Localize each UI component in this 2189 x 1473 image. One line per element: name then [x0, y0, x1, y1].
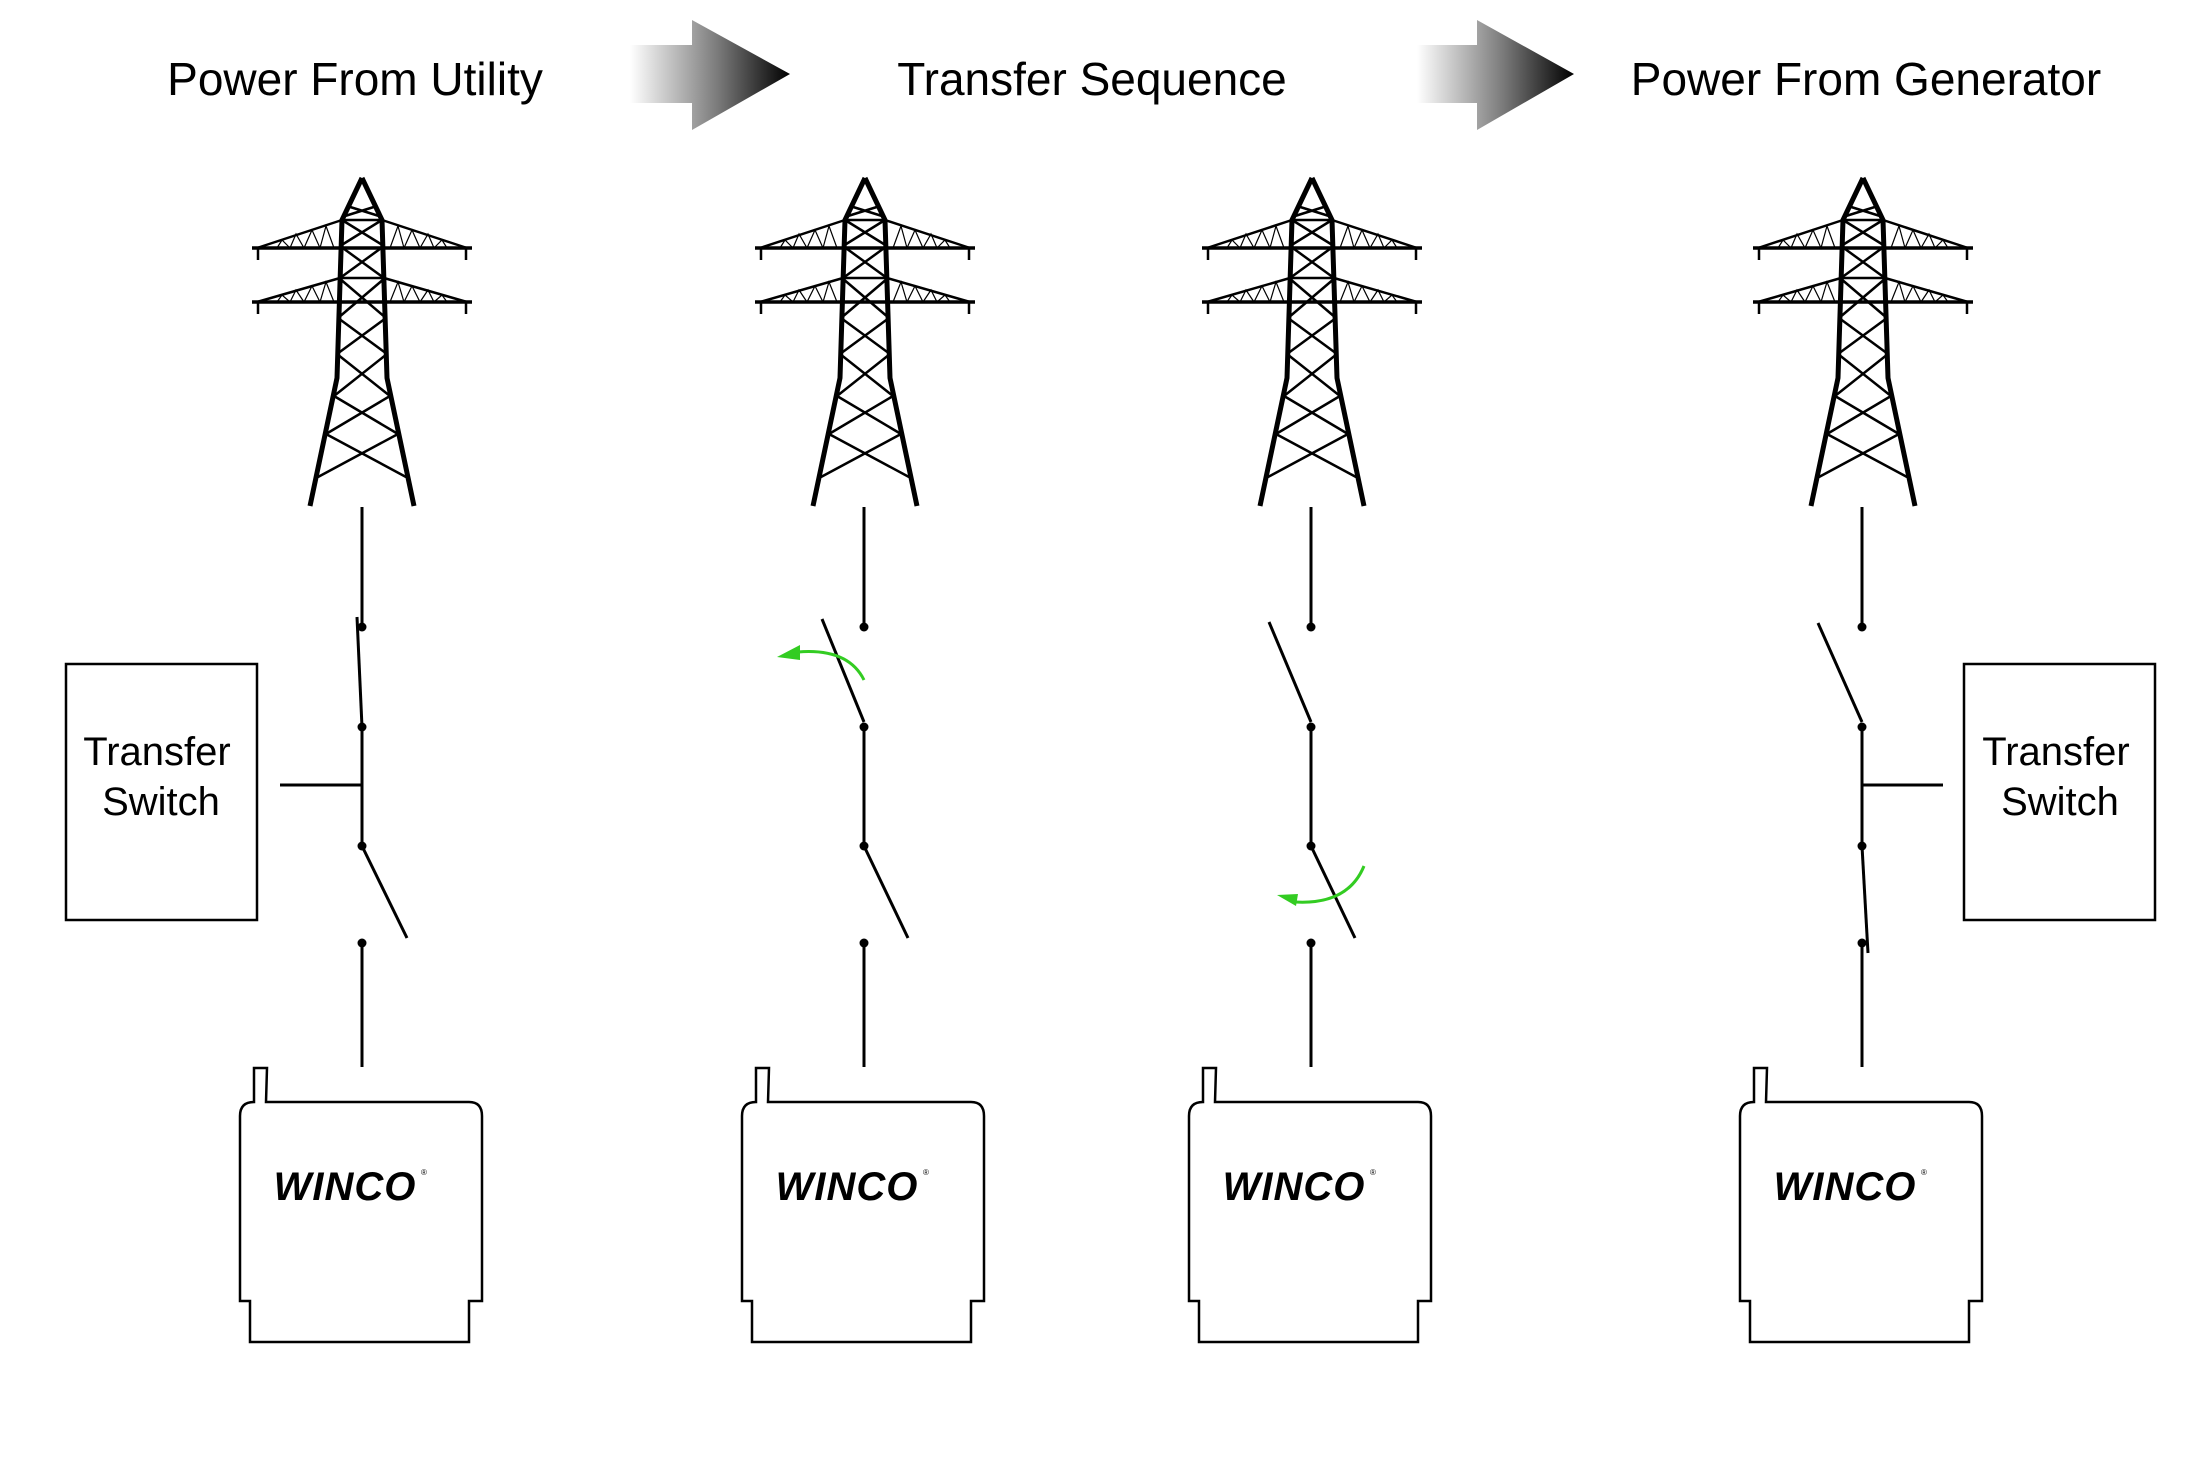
- registered-mark: ®: [421, 1168, 427, 1177]
- utility-terminal: [1306, 622, 1316, 632]
- transfer-switch-box: Transfer Switch: [1962, 662, 2157, 922]
- utility-contact-open: [1816, 622, 1864, 723]
- utility-contact-opening: [820, 618, 866, 723]
- winco-logo: WINCO: [776, 1165, 919, 1209]
- gradient-right-arrow-icon: [1417, 20, 1574, 130]
- generator: WINCO ®: [1187, 1066, 1433, 1344]
- winco-logo: WINCO: [274, 1165, 417, 1209]
- transmission-tower-icon: [1753, 178, 1973, 506]
- registered-mark: ®: [923, 1168, 929, 1177]
- green-motion-arrow-icon: [777, 645, 866, 681]
- transmission-tower-icon: [1202, 178, 1422, 506]
- stage-sequence-step-1: WINCO ®: [740, 178, 986, 1344]
- utility-terminal: [859, 622, 869, 632]
- green-motion-arrow-icon: [1277, 865, 1366, 906]
- generator-contact-closing: [1309, 845, 1357, 939]
- gradient-right-arrow-icon: [630, 20, 790, 130]
- generator: WINCO ®: [238, 1066, 484, 1344]
- stage-utility: Transfer Switch WINCO ®: [64, 178, 484, 1344]
- transmission-tower-icon: [755, 178, 975, 506]
- generator: WINCO ®: [1738, 1066, 1984, 1344]
- winco-logo: WINCO: [1223, 1165, 1366, 1209]
- transfer-switch-box: Transfer Switch: [64, 662, 259, 922]
- utility-terminal: [357, 622, 367, 632]
- heading-power-from-generator: Power From Generator: [1631, 53, 2101, 105]
- heading-power-from-utility: Power From Utility: [167, 53, 543, 105]
- utility-contact-closed: [355, 616, 364, 728]
- registered-mark: ®: [1921, 1168, 1927, 1177]
- generator-contact-open: [360, 845, 409, 939]
- generator: WINCO ®: [740, 1066, 986, 1344]
- winco-logo: WINCO: [1774, 1165, 1917, 1209]
- transfer-switch-label-line2: Switch: [2001, 780, 2119, 824]
- heading-transfer-sequence: Transfer Sequence: [897, 53, 1287, 105]
- stage-generator: Transfer Switch WINCO ®: [1738, 178, 2157, 1344]
- transfer-switch-label-line1: Transfer: [83, 730, 230, 774]
- transfer-switch-label-line1: Transfer: [1982, 730, 2129, 774]
- utility-contact-open: [1267, 621, 1313, 723]
- generator-contact-open: [862, 845, 910, 939]
- utility-terminal: [1857, 622, 1867, 632]
- generator-contact-closed: [1860, 845, 1870, 954]
- registered-mark: ®: [1370, 1168, 1376, 1177]
- transfer-switch-label-line2: Switch: [102, 780, 220, 824]
- stage-sequence-step-2: WINCO ®: [1187, 178, 1433, 1344]
- transmission-tower-icon: [252, 178, 472, 506]
